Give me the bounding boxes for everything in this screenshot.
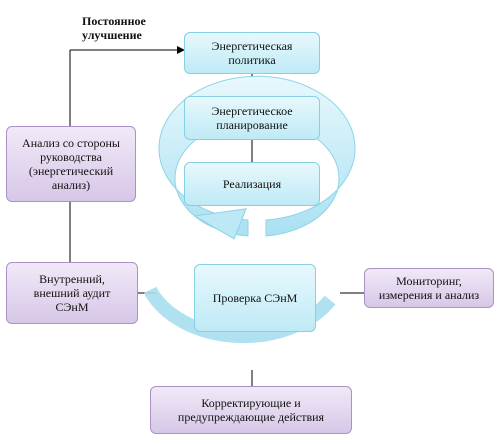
- check-box: Проверка СЭнМ: [194, 264, 316, 332]
- energy-planning-box: Энергетическое планирование: [184, 96, 320, 140]
- energy-policy-box: Энергетическая политика: [184, 32, 320, 74]
- corrective-actions-box: Корректирующие и предупреждающие действи…: [150, 386, 352, 434]
- improvement-label: Постоянное улучшение: [82, 14, 146, 42]
- management-review-box: Анализ со стороны руководства (энергетич…: [6, 126, 136, 202]
- implementation-box: Реализация: [184, 162, 320, 206]
- internal-audit-box: Внутренний, внешний аудит СЭнМ: [6, 262, 138, 324]
- monitoring-box: Мониторинг, измерения и анализ: [364, 268, 494, 308]
